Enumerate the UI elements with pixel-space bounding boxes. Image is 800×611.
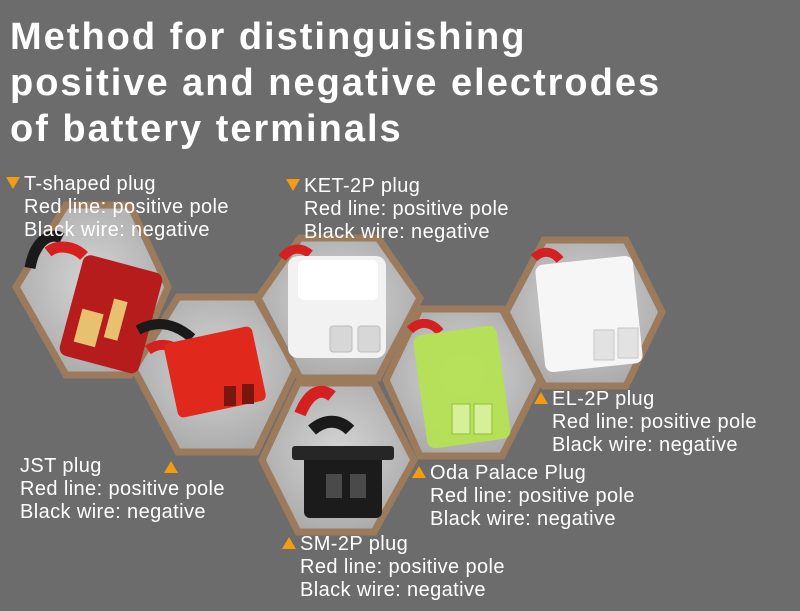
sm2p-connector <box>292 385 394 518</box>
label-el-2p: EL-2P plug Red line: positive pole Black… <box>534 388 757 457</box>
marker-down-icon <box>6 177 20 189</box>
positive-text: Red line: positive pole <box>304 198 509 220</box>
label-oda: Oda Palace Plug Red line: positive pole … <box>412 462 635 531</box>
title-line-1: Method for distinguishing <box>10 16 527 58</box>
marker-up-icon <box>164 461 178 473</box>
plug-name: SM-2P plug <box>300 533 409 555</box>
negative-text: Black wire: negative <box>24 219 210 241</box>
el2p-connector <box>530 247 643 373</box>
positive-text: Red line: positive pole <box>430 485 635 507</box>
negative-text: Black wire: negative <box>20 501 206 523</box>
t-plug-connector <box>24 230 163 374</box>
negative-text: Black wire: negative <box>304 221 490 243</box>
page-title: Method for distinguishing positive and n… <box>10 14 661 152</box>
label-sm-2p: SM-2P plug Red line: positive pole Black… <box>282 533 505 602</box>
ket-connector <box>278 244 386 358</box>
marker-up-icon <box>534 392 548 404</box>
plug-name: T-shaped plug <box>24 173 156 195</box>
plug-name: Oda Palace Plug <box>430 462 587 484</box>
marker-down-icon <box>286 179 300 191</box>
plug-name: EL-2P plug <box>552 388 655 410</box>
negative-text: Black wire: negative <box>552 434 738 456</box>
label-jst: JST plug Red line: positive pole Black w… <box>20 455 225 524</box>
positive-text: Red line: positive pole <box>300 556 505 578</box>
plug-name: KET-2P plug <box>304 175 421 197</box>
marker-up-icon <box>282 537 296 549</box>
positive-text: Red line: positive pole <box>24 196 229 218</box>
title-line-2: positive and negative electrodes <box>10 62 662 104</box>
jst-connector <box>135 319 266 418</box>
negative-text: Black wire: negative <box>300 579 486 601</box>
plug-name: JST plug <box>20 455 102 477</box>
label-ket-2p: KET-2P plug Red line: positive pole Blac… <box>286 175 509 244</box>
negative-text: Black wire: negative <box>430 508 616 530</box>
oda-connector <box>406 319 511 449</box>
positive-text: Red line: positive pole <box>20 478 225 500</box>
marker-up-icon <box>412 466 426 478</box>
positive-text: Red line: positive pole <box>552 411 757 433</box>
title-line-3: of battery terminals <box>10 108 403 150</box>
label-t-plug: T-shaped plug Red line: positive pole Bl… <box>6 173 229 242</box>
